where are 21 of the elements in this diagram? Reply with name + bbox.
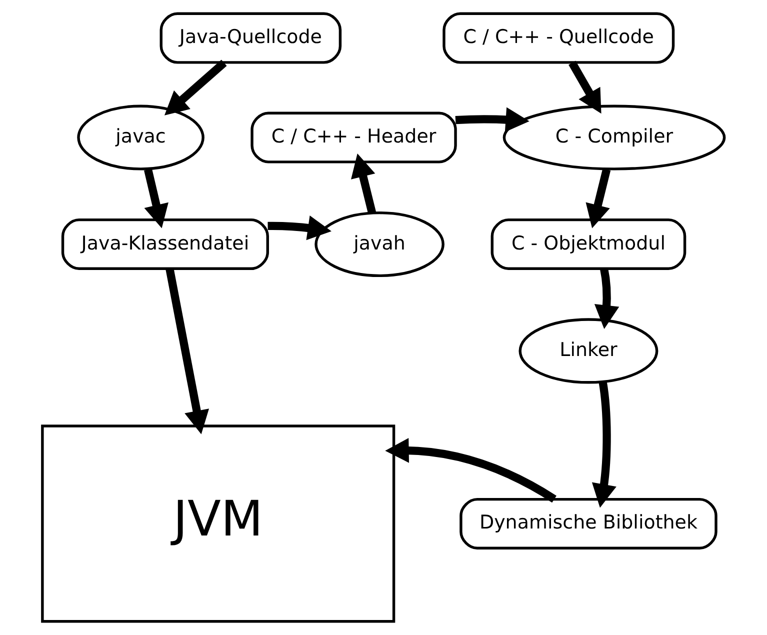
arrow xyxy=(164,60,227,116)
node-ellipse: javac xyxy=(77,104,204,170)
arrow xyxy=(144,168,168,228)
node-box: C / C++ - Header xyxy=(250,112,457,164)
node-box: C / C++ - Quellcode xyxy=(442,12,675,64)
arrow xyxy=(268,216,332,240)
arrow xyxy=(592,381,616,508)
arrow xyxy=(586,168,611,228)
arrow xyxy=(351,153,376,214)
node-box: Java-Klassendatei xyxy=(61,218,269,270)
node-box: Java-Quellcode xyxy=(160,12,342,64)
arrow xyxy=(385,438,556,503)
node-box: JVM xyxy=(41,424,396,623)
arrow xyxy=(166,268,210,434)
arrow xyxy=(455,107,530,132)
arrow xyxy=(594,268,620,329)
arrow xyxy=(568,60,602,114)
node-box: C - Objektmodul xyxy=(490,218,686,270)
node-ellipse: Linker xyxy=(518,318,658,384)
node-ellipse: javah xyxy=(314,211,444,278)
node-box: Dynamische Bibliothek xyxy=(460,498,718,550)
